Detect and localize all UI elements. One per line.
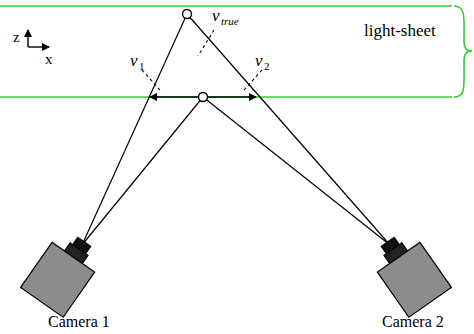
brace (454, 6, 472, 97)
true-particle (183, 10, 192, 19)
velocity-symbol: v (212, 7, 220, 24)
velocity-symbol: v (255, 52, 263, 69)
sheet-bottom (0, 96, 452, 98)
camera-1 (21, 227, 106, 317)
sheet-top (0, 5, 452, 7)
projected-particle (199, 93, 208, 102)
sheet-label: light-sheet (362, 21, 438, 40)
velocity-subscript: true (221, 16, 239, 27)
v1-arrow (150, 96, 203, 98)
camera-label: Camera 1 (48, 314, 110, 330)
velocity-symbol: v (130, 52, 138, 69)
v2-arrow (203, 96, 256, 98)
velocity-subscript: 2 (264, 61, 270, 72)
rays (82, 14, 390, 245)
axis-label: z (13, 30, 20, 45)
z-axis (27, 30, 28, 47)
camera-2 (366, 227, 451, 317)
velocity-subscript: 1 (139, 61, 145, 72)
axis-label: x (45, 52, 53, 67)
leaders (142, 30, 262, 90)
camera-label: Camera 2 (382, 314, 444, 330)
x-axis (28, 46, 49, 47)
